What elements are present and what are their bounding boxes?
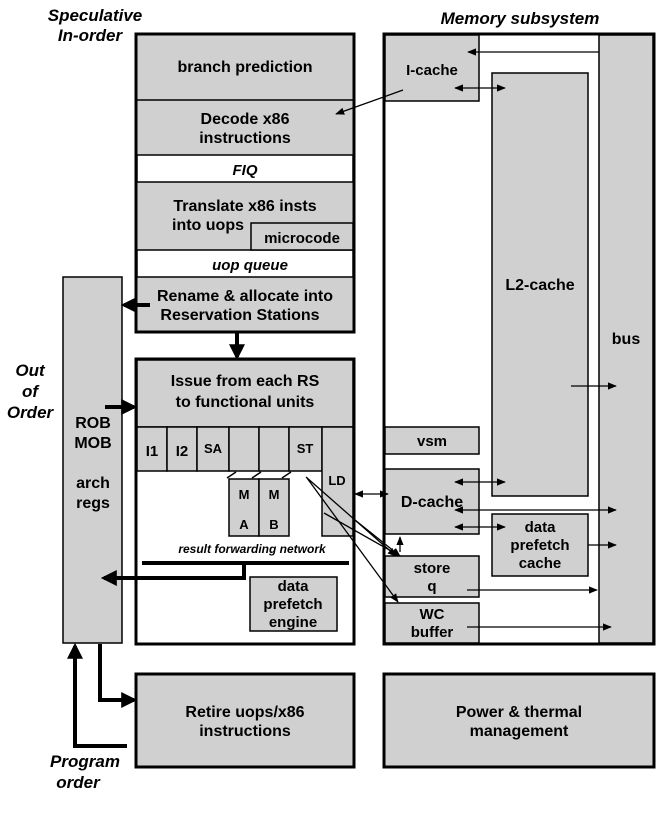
- prefetch-cache-line1: data: [525, 519, 557, 536]
- order-label: Order: [7, 403, 55, 422]
- program-order-label: order: [56, 773, 101, 792]
- unit-mb-bottom: B: [269, 517, 278, 532]
- decode-stage-line2: instructions: [199, 130, 291, 147]
- uop-queue-label: uop queue: [212, 257, 288, 274]
- fiq-label: FIQ: [233, 162, 258, 179]
- rename-stage-line2: Reservation Stations: [160, 307, 319, 324]
- unit-mb-top: M: [269, 487, 280, 502]
- prefetch-engine-line2: prefetch: [263, 596, 322, 613]
- prefetch-cache-line3: cache: [519, 555, 562, 572]
- arch-label: arch: [76, 475, 110, 492]
- regs-label: regs: [76, 495, 110, 512]
- decode-stage-line1: Decode x86: [201, 111, 290, 128]
- result-forwarding-label: result forwarding network: [178, 542, 327, 556]
- unit-i1: I1: [146, 443, 159, 460]
- unit-ma-bottom: A: [239, 517, 249, 532]
- execution-block: [134, 357, 356, 646]
- rob-block: [62, 276, 123, 644]
- unit-ma-top: M: [239, 487, 250, 502]
- unit-i2: I2: [176, 443, 189, 460]
- vsm-label: vsm: [417, 433, 447, 450]
- power-block: [382, 672, 656, 769]
- speculative-label: Speculative: [48, 6, 143, 25]
- thin-arrows: [305, 48, 617, 631]
- frontend-block: [134, 32, 356, 334]
- prefetch-cache-line2: prefetch: [510, 537, 569, 554]
- wc-buffer-line1: WC: [420, 606, 445, 623]
- mob-label: MOB: [74, 435, 111, 452]
- unit-st: ST: [297, 441, 314, 456]
- issue-stage-line1: Issue from each RS: [171, 373, 320, 390]
- unit-ld: LD: [328, 473, 345, 488]
- of-label: of: [22, 382, 40, 401]
- prefetch-engine-line3: engine: [269, 614, 317, 631]
- memory-subsystem-label: Memory subsystem: [441, 9, 600, 28]
- prefetch-engine-line1: data: [278, 578, 310, 595]
- l2cache-label: L2-cache: [505, 277, 574, 294]
- issue-stage-line2: to functional units: [176, 394, 315, 411]
- microcode-label: microcode: [264, 230, 340, 247]
- retire-block: [134, 672, 356, 769]
- rob-label: ROB: [75, 415, 111, 432]
- translate-stage-line1: Translate x86 insts: [173, 198, 316, 215]
- rename-stage-line1: Rename & allocate into: [157, 288, 333, 305]
- bus-label: bus: [612, 331, 641, 348]
- wc-buffer-line2: buffer: [411, 624, 454, 641]
- store-queue-line1: store: [414, 560, 451, 577]
- power-line1: Power & thermal: [456, 704, 582, 721]
- translate-stage-line2: into uops: [172, 217, 244, 234]
- unit-sa: SA: [204, 441, 223, 456]
- in-order-label: In-order: [58, 26, 124, 45]
- retire-line1: Retire uops/x86: [185, 704, 304, 721]
- dcache-label: D-cache: [401, 494, 463, 511]
- icache-label: I-cache: [406, 62, 458, 79]
- thick-arrows: [67, 297, 246, 748]
- program-label: Program: [50, 752, 120, 771]
- out-label: Out: [15, 361, 46, 380]
- power-line2: management: [470, 723, 569, 740]
- branch-prediction-stage: branch prediction: [177, 59, 312, 76]
- retire-line2: instructions: [199, 723, 291, 740]
- store-queue-line2: q: [427, 578, 436, 595]
